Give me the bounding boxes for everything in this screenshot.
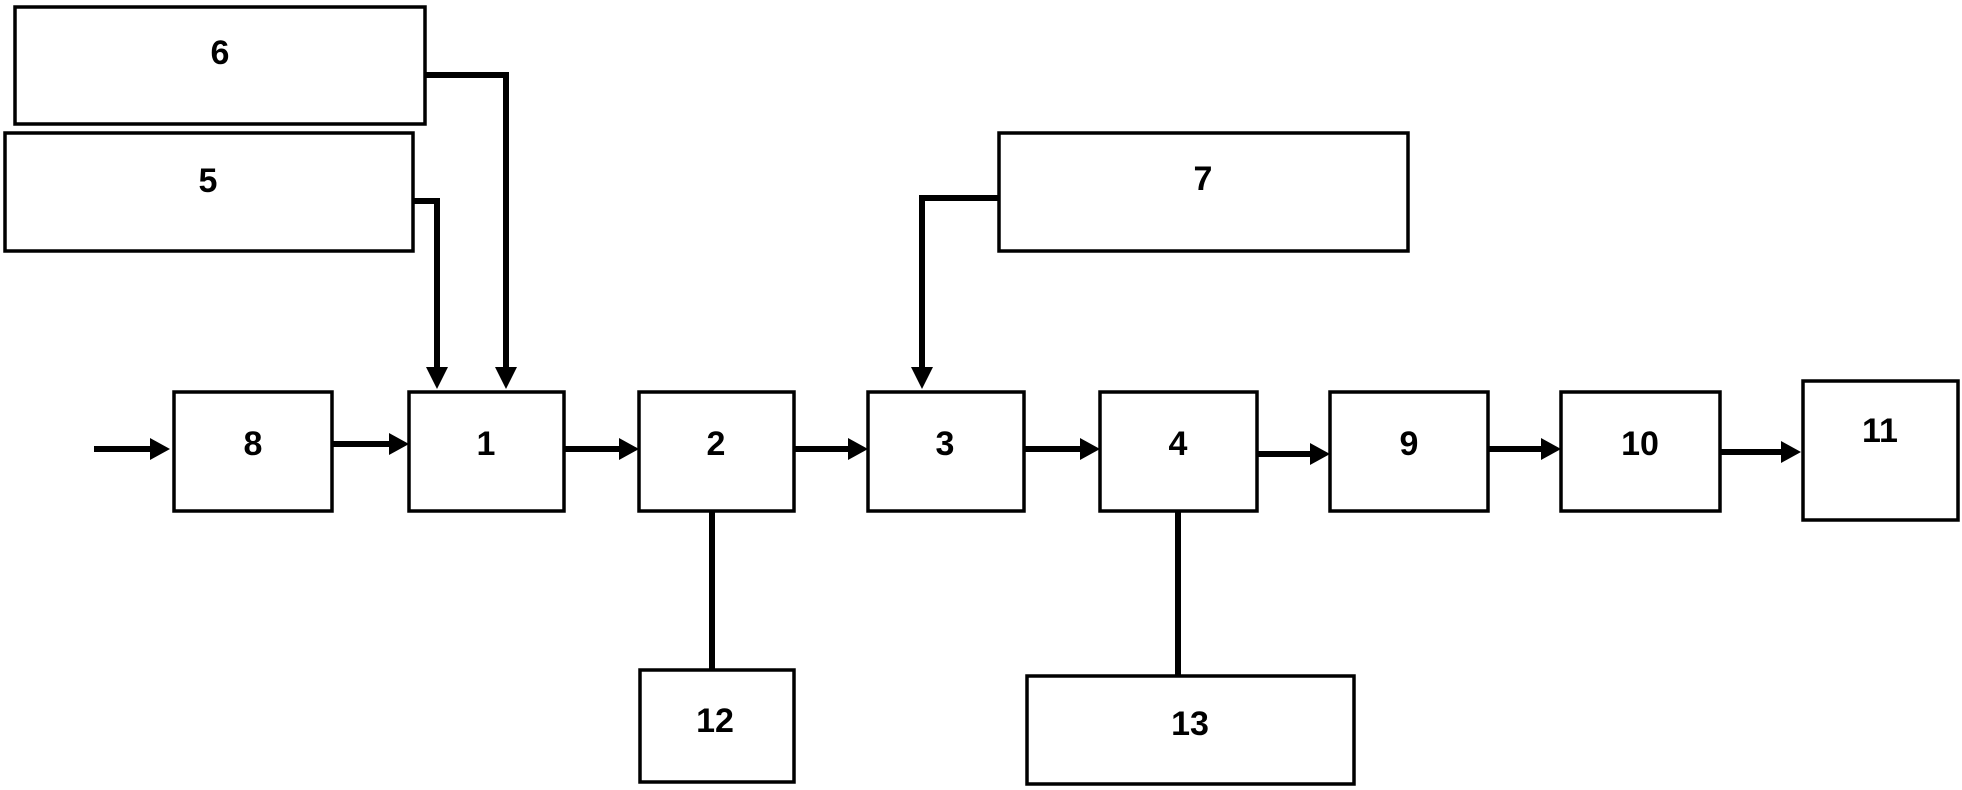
block-9: 9 — [1328, 390, 1490, 513]
arrow-9-to-10 — [1488, 438, 1561, 460]
arrow-7-to-3 — [911, 195, 1020, 389]
block-11-label: 11 — [1862, 412, 1898, 450]
block-8: 8 — [172, 390, 334, 513]
block-13: 13 — [1025, 674, 1356, 786]
block-3-label: 3 — [936, 425, 955, 463]
arrow-8-to-1 — [332, 433, 409, 455]
arrow-2-to-3 — [794, 438, 868, 460]
block-2: 2 — [637, 390, 796, 513]
arrow-4-to-13 — [1167, 512, 1189, 700]
block-3: 3 — [866, 390, 1026, 513]
block-10-label: 10 — [1621, 425, 1659, 463]
block-6-label: 6 — [211, 34, 230, 72]
block-10: 10 — [1559, 390, 1722, 513]
block-12: 12 — [638, 668, 796, 784]
block-2-label: 2 — [707, 425, 726, 463]
blocks: 8 1 2 3 4 9 10 11 — [3, 5, 1960, 786]
block-1: 1 — [407, 390, 566, 513]
arrow-4-to-9 — [1257, 443, 1330, 465]
block-7: 7 — [997, 131, 1410, 253]
arrow-10-to-11 — [1720, 441, 1801, 463]
block-4-label: 4 — [1169, 425, 1188, 463]
block-7-label: 7 — [1194, 160, 1213, 198]
block-8-label: 8 — [244, 425, 263, 463]
arrow-input-to-8 — [94, 438, 170, 460]
block-4: 4 — [1098, 390, 1259, 513]
block-6: 6 — [13, 5, 427, 126]
block-12-label: 12 — [696, 702, 734, 740]
block-1-label: 1 — [477, 425, 496, 463]
block-9-label: 9 — [1400, 425, 1419, 463]
arrow-2-to-12 — [701, 512, 723, 694]
block-5: 5 — [3, 131, 415, 253]
block-5-label: 5 — [199, 162, 218, 200]
arrow-3-to-4 — [1024, 438, 1100, 460]
arrow-1-to-2 — [564, 438, 639, 460]
block-11: 11 — [1801, 379, 1960, 522]
block-13-label: 13 — [1171, 705, 1209, 743]
